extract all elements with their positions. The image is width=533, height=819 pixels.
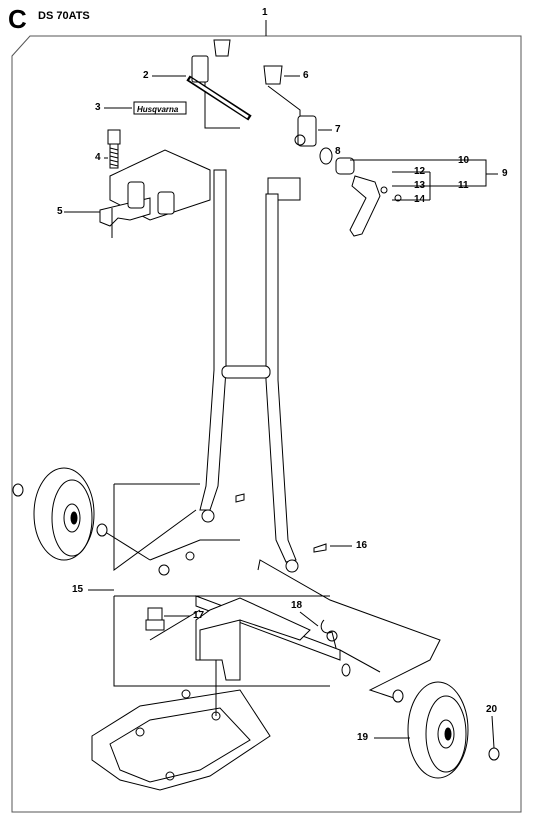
brand-label-text: Husqvarna: [137, 105, 179, 114]
callout-12: 12: [414, 166, 426, 177]
part-grip-cap-left: [213, 39, 231, 57]
callout-11: 11: [458, 180, 469, 191]
callout-14: 14: [414, 194, 426, 205]
callout-5: 5: [57, 206, 63, 217]
callout-leaders: [64, 75, 498, 749]
callout-9: 9: [502, 168, 508, 179]
part-8-washer: [319, 147, 333, 165]
part-1-frame-right-upright: [265, 193, 297, 563]
part-base-frame: [91, 689, 271, 791]
model-label: DS 70ATS: [38, 10, 90, 22]
part-3-brand-label: [133, 101, 187, 115]
callout-20: 20: [486, 704, 498, 715]
callout-7: 7: [335, 124, 341, 135]
callout-13: 13: [414, 180, 426, 191]
part-9-clamp-lever: [349, 175, 381, 237]
part-7-socket: [297, 115, 317, 147]
sheet-letter: C: [8, 4, 27, 34]
callout-17: 17: [193, 610, 205, 621]
callout-2: 2: [143, 70, 149, 81]
callout-18: 18: [291, 600, 303, 611]
part-1-frame-left-upright: [199, 169, 227, 511]
part-6-grip-cap: [263, 65, 283, 85]
callout-4: 4: [95, 152, 101, 163]
part-18-pin: [320, 619, 337, 649]
callout-1: 1: [262, 7, 268, 18]
part-4-bolt: [107, 129, 121, 145]
diagram-linework: [11, 20, 522, 813]
callout-15: 15: [72, 584, 84, 595]
callout-6: 6: [303, 70, 309, 81]
assembly-frame: [11, 35, 522, 813]
part-16-bolt: [313, 543, 327, 553]
callout-19: 19: [357, 732, 369, 743]
callout-8: 8: [335, 146, 341, 157]
callout-3: 3: [95, 102, 101, 113]
callout-16: 16: [356, 540, 368, 551]
callout-10: 10: [458, 155, 470, 166]
